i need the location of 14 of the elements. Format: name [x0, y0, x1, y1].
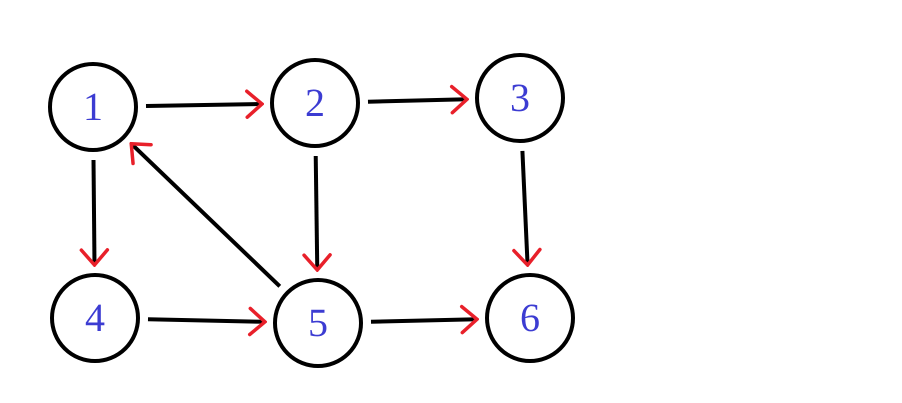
arrow	[146, 89, 264, 119]
arrow	[148, 306, 267, 336]
arrow	[129, 142, 282, 288]
node-number: 1	[83, 87, 103, 127]
arrow	[80, 160, 110, 267]
arrow	[512, 150, 542, 267]
arrow	[368, 84, 469, 114]
arrow	[302, 156, 332, 272]
node-number: 3	[510, 78, 530, 118]
node-number: 6	[520, 298, 540, 338]
node-number: 2	[305, 83, 325, 123]
node-number: 4	[85, 298, 105, 338]
node-number: 5	[308, 303, 328, 343]
arrow	[370, 304, 479, 334]
